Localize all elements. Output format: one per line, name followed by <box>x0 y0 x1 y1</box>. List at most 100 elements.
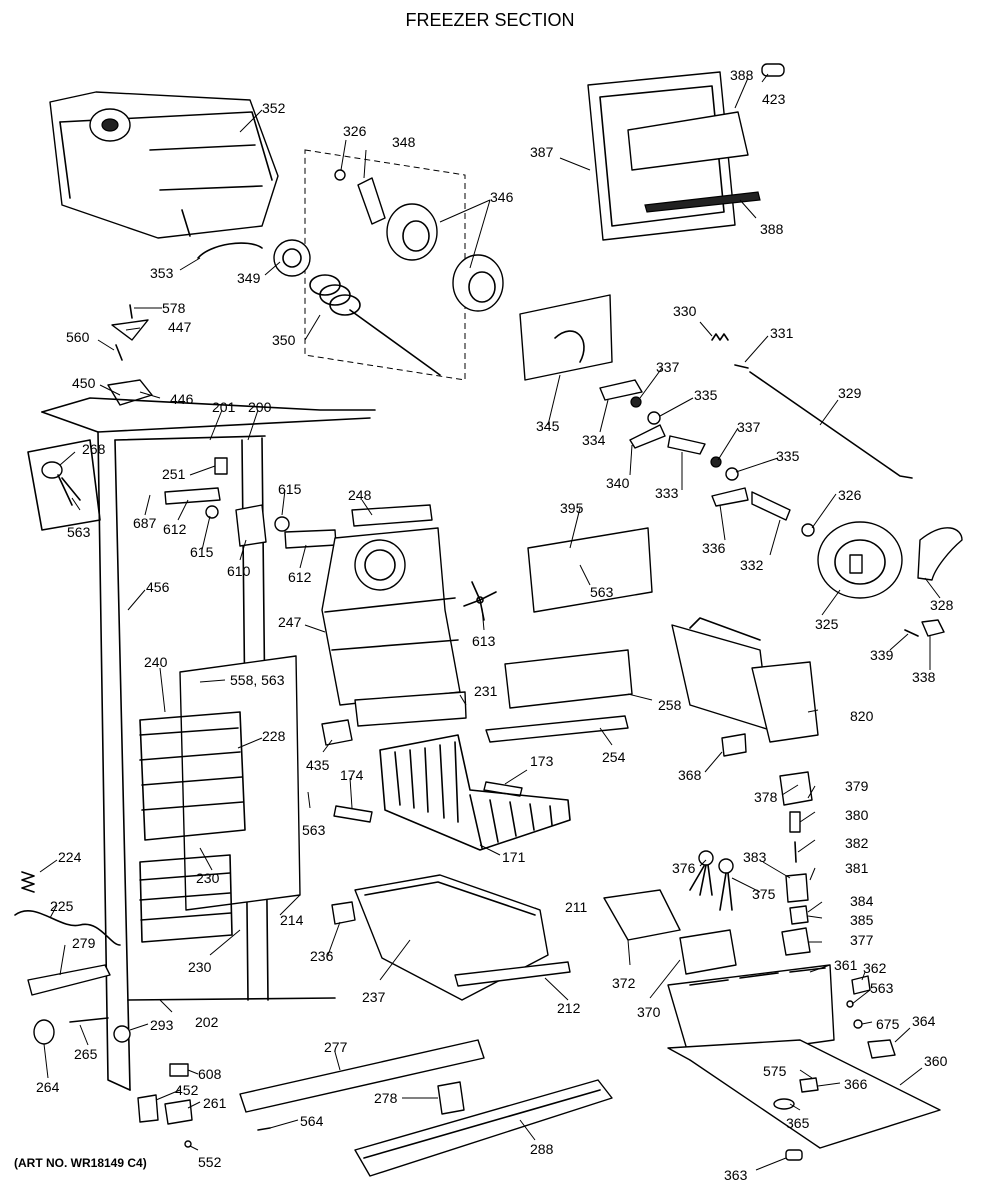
motor-325 <box>817 521 903 599</box>
washer-326 <box>334 169 346 181</box>
leveler-278 <box>437 1081 465 1115</box>
label-378: 378 <box>754 789 778 805</box>
label-293: 293 <box>150 1017 174 1033</box>
label-231: 231 <box>474 683 498 699</box>
part-labels: 352 326 348 346 353 349 350 578 447 560 … <box>36 67 954 1183</box>
label-558-563: 558, 563 <box>230 672 285 688</box>
roller-293 <box>113 1025 131 1043</box>
washer-326b <box>801 523 815 537</box>
label-171: 171 <box>502 849 526 865</box>
label-377: 377 <box>850 932 874 948</box>
label-376: 376 <box>672 860 696 876</box>
label-330: 330 <box>673 303 697 319</box>
label-247: 247 <box>278 614 302 630</box>
cover-395 <box>527 527 653 613</box>
label-687: 687 <box>133 515 157 531</box>
label-337-mid: 337 <box>737 419 761 435</box>
label-564: 564 <box>300 1113 324 1129</box>
label-563-left: 563 <box>67 524 91 540</box>
bracket-231 <box>354 691 467 727</box>
label-335-mid: 335 <box>776 448 800 464</box>
label-381: 381 <box>845 860 869 876</box>
label-563-mid: 563 <box>302 822 326 838</box>
lever-334 <box>599 379 643 401</box>
grommet-365 <box>773 1098 795 1110</box>
label-212: 212 <box>557 1000 581 1016</box>
label-328: 328 <box>930 597 954 613</box>
drain-pan-360 <box>667 1039 941 1149</box>
clip-236 <box>331 901 356 925</box>
clip-174 <box>333 805 373 823</box>
spring-224 <box>21 871 35 893</box>
label-332: 332 <box>740 557 764 573</box>
label-446: 446 <box>170 391 194 407</box>
icemaker-820 <box>671 617 819 743</box>
harness-376 <box>689 850 714 896</box>
label-230-bottom: 230 <box>188 959 212 975</box>
label-388-top: 388 <box>730 67 754 83</box>
screw-552 <box>184 1140 192 1148</box>
cover-372 <box>603 889 681 941</box>
label-251: 251 <box>162 466 186 482</box>
label-278: 278 <box>374 1090 398 1106</box>
label-575: 575 <box>763 1063 787 1079</box>
ice-bucket-352 <box>49 91 279 239</box>
label-236: 236 <box>310 948 334 964</box>
relay-370 <box>679 929 737 975</box>
label-608: 608 <box>198 1066 222 1082</box>
rod-329 <box>749 371 913 479</box>
label-385: 385 <box>850 912 874 928</box>
label-353: 353 <box>150 265 174 281</box>
dispenser-387 <box>587 71 761 241</box>
label-450: 450 <box>72 375 96 391</box>
label-612-left: 612 <box>163 521 187 537</box>
label-326: 326 <box>343 123 367 139</box>
fitting-364 <box>867 1039 896 1059</box>
label-375: 375 <box>752 886 776 902</box>
knob-615b <box>274 516 290 532</box>
plunger-423 <box>761 63 785 77</box>
auger-outline <box>304 149 466 381</box>
label-264: 264 <box>36 1079 60 1095</box>
label-174: 174 <box>340 767 364 783</box>
label-331: 331 <box>770 325 794 341</box>
harness-375 <box>718 858 734 911</box>
rail-254 <box>485 715 629 743</box>
label-456: 456 <box>146 579 170 595</box>
thermostat-251 <box>214 457 228 475</box>
label-334: 334 <box>582 432 606 448</box>
label-613: 613 <box>472 633 496 649</box>
shroud-328 <box>917 527 963 581</box>
label-254: 254 <box>602 749 626 765</box>
wire-basket-171 <box>379 734 571 851</box>
washer-335b <box>725 467 739 481</box>
label-435: 435 <box>306 757 330 773</box>
label-340: 340 <box>606 475 630 491</box>
blade-348 <box>357 177 386 225</box>
bracket-452 <box>137 1094 159 1123</box>
label-366: 366 <box>844 1076 868 1092</box>
label-228: 228 <box>262 728 286 744</box>
lever-340 <box>629 424 666 449</box>
screw-578 <box>129 304 133 319</box>
label-380: 380 <box>845 807 869 823</box>
label-349: 349 <box>237 270 261 286</box>
grille-288 <box>354 1079 613 1177</box>
bracket-261 <box>164 1099 193 1125</box>
washer-335 <box>647 411 661 425</box>
label-237: 237 <box>362 989 386 1005</box>
bail-353 <box>197 242 263 259</box>
label-365: 365 <box>786 1115 810 1131</box>
label-348: 348 <box>392 134 416 150</box>
label-820: 820 <box>850 708 874 724</box>
knob-615 <box>205 505 219 519</box>
label-370: 370 <box>637 1004 661 1020</box>
label-363: 363 <box>724 1167 748 1183</box>
axle-265 <box>69 1017 109 1023</box>
label-329: 329 <box>838 385 862 401</box>
label-360: 360 <box>924 1053 948 1069</box>
clip-608 <box>169 1063 189 1077</box>
auger-spring-350 <box>309 274 441 376</box>
valve-378 <box>779 771 813 956</box>
lever-333 <box>667 435 706 455</box>
